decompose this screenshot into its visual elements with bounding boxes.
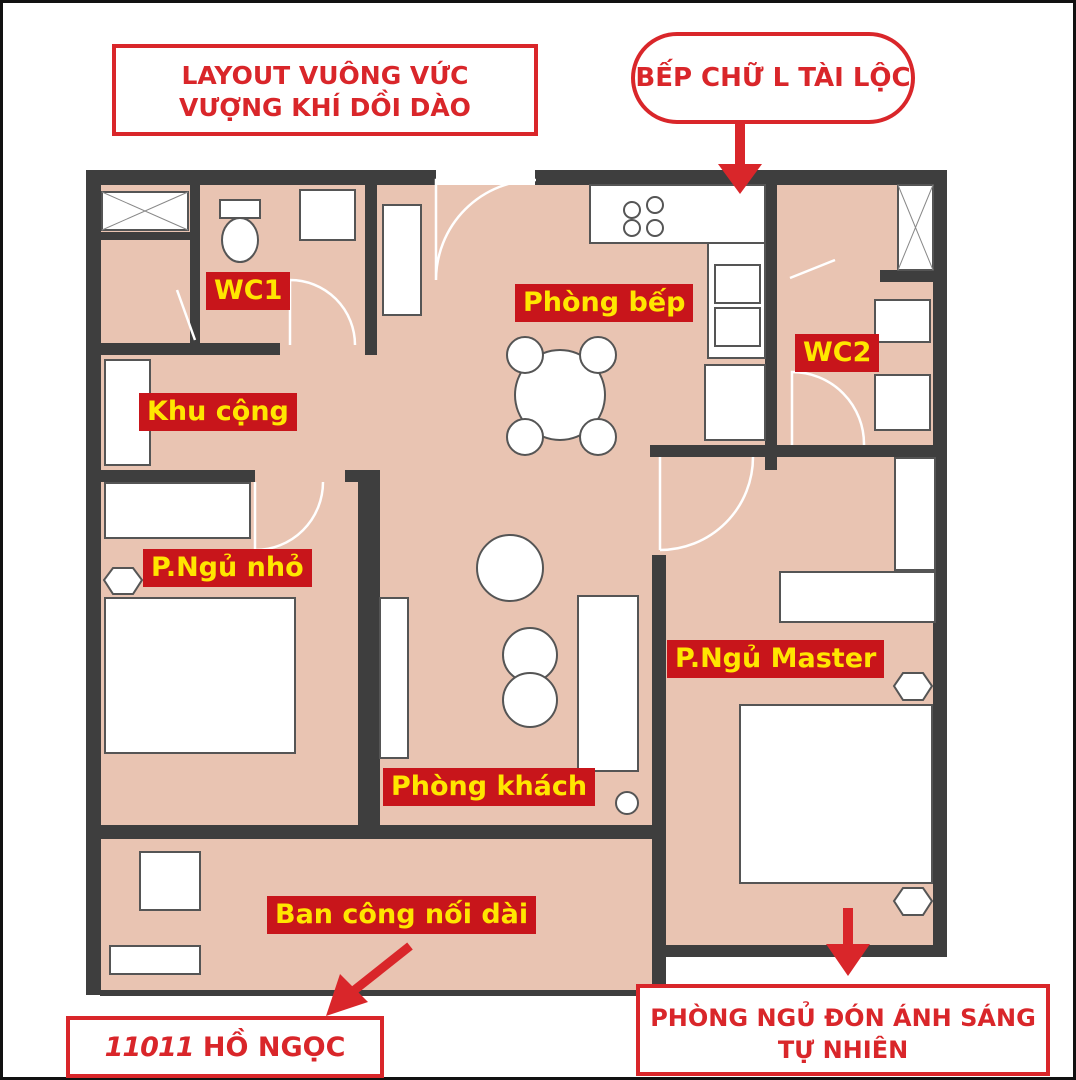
- callout-bedroom-line1: PHÒNG NGỦ ĐÓN ÁNH SÁNG: [650, 1004, 1036, 1032]
- callout-bedroom-line2: TỰ NHIÊN: [777, 1036, 909, 1064]
- brand-name: HỒ NGỌC TRAI: [202, 1032, 346, 1063]
- callout-bedroom: PHÒNG NGỦ ĐÓN ÁNH SÁNG TỰ NHIÊN: [636, 984, 1050, 1076]
- room-label-wc2: WC2: [795, 334, 880, 372]
- brand-logo: 11011: [104, 1032, 195, 1063]
- callout-kitchen: BẾP CHỮ L TÀI LỘC: [631, 32, 915, 124]
- walls: [86, 170, 947, 996]
- arrow-down-icon: [826, 908, 870, 976]
- room-label-master-bedroom: P.Ngủ Master: [667, 640, 885, 678]
- room-label-balcony: Ban công nối dài: [267, 896, 537, 934]
- callout-layout-line2: VƯỢNG KHÍ DỒI DÀO: [179, 93, 471, 122]
- callout-brand: 11011 HỒ NGỌC TRAI: [66, 1016, 384, 1078]
- arrow-diagonal-icon: [326, 942, 413, 1016]
- callout-layout-line1: LAYOUT VUÔNG VỨC: [181, 61, 469, 90]
- arrow-down-icon: [718, 124, 762, 194]
- room-label-wc1: WC1: [206, 272, 291, 310]
- callout-layout: LAYOUT VUÔNG VỨC VƯỢNG KHÍ DỒI DÀO: [112, 44, 538, 136]
- fixtures: [101, 184, 936, 975]
- room-label-small-bedroom: P.Ngủ nhỏ: [143, 549, 312, 587]
- door-swings: [175, 178, 866, 552]
- room-label-common: Khu cộng: [139, 393, 297, 431]
- room-label-kitchen: Phòng bếp: [515, 284, 694, 322]
- callout-kitchen-text: BẾP CHỮ L TÀI LỘC: [635, 63, 911, 93]
- room-label-living: Phòng khách: [383, 768, 596, 806]
